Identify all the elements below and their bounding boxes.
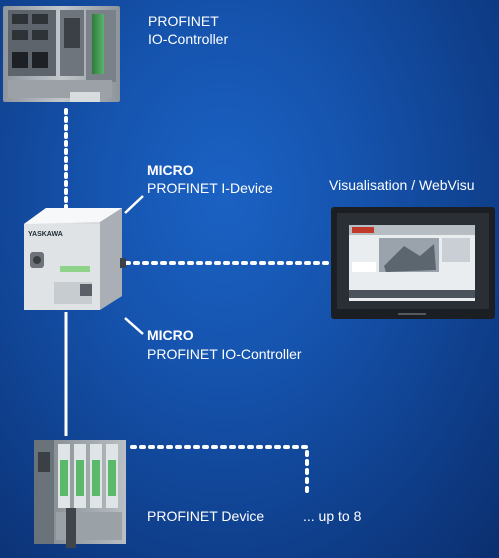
micro-controller-label-line2: PROFINET IO-Controller <box>147 346 302 362</box>
device-label: PROFINET Device <box>147 508 265 524</box>
micro-idevice-label-line1: MICRO <box>147 162 194 178</box>
visualisation-label: Visualisation / WebVisu <box>329 177 475 193</box>
pointer-iocontroller <box>124 317 144 335</box>
micro-controller-label-line1: MICRO <box>147 327 194 343</box>
controller-top-label-line1: PROFINET <box>148 13 219 29</box>
controller-top-label-line2: IO-Controller <box>148 31 229 47</box>
device-count-label: ... up to 8 <box>303 508 362 524</box>
micro-brand-logo: YASKAWA <box>28 231 63 238</box>
dotted-link-more-devices <box>130 445 309 494</box>
pointer-idevice <box>124 195 144 214</box>
micro-idevice-label-line2: PROFINET I-Device <box>147 180 273 196</box>
